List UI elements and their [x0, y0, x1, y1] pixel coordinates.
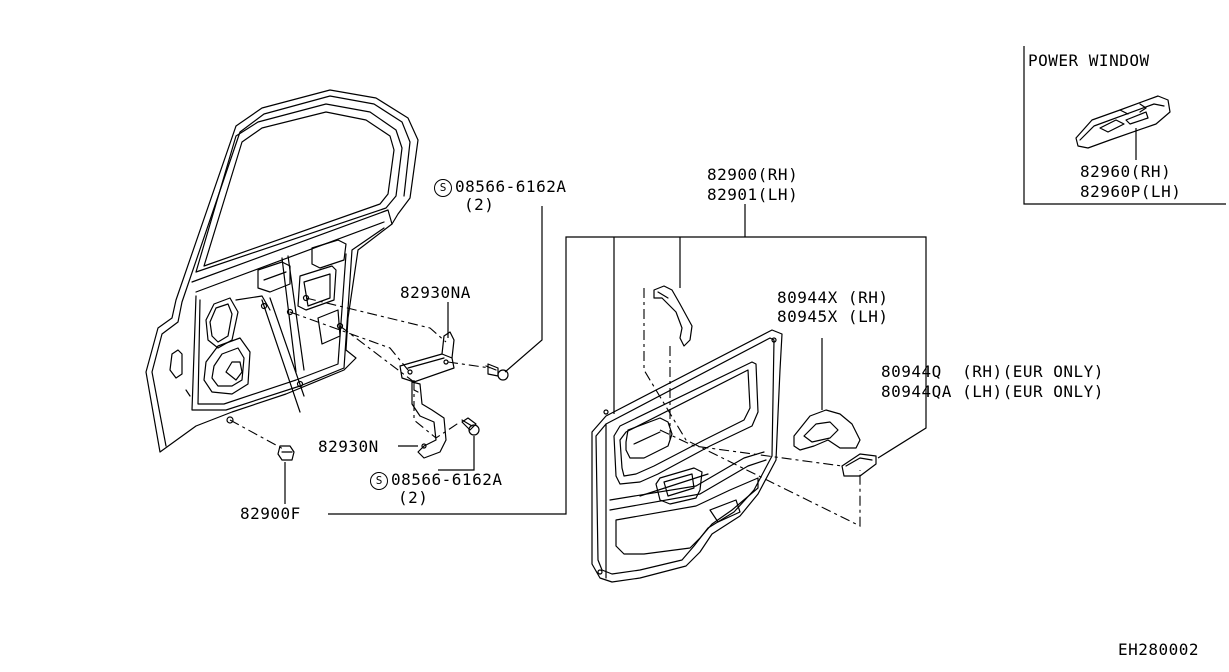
- circled-s-symbol: S: [434, 179, 452, 197]
- bracket-upper-label: 82930NA: [400, 283, 471, 302]
- drawing-code: EH280002: [1118, 640, 1200, 659]
- screw-top-part-number: 08566-6162A: [455, 177, 567, 196]
- trim-rh-label: 82900(RH): [707, 165, 799, 184]
- screw-bottom: [462, 418, 479, 435]
- handle-cap: [842, 454, 876, 476]
- inset-title: POWER WINDOW: [1028, 51, 1150, 70]
- cap-lh-label: 80944QA (LH)(EUR ONLY): [881, 382, 1104, 401]
- inset-frame: [1024, 46, 1226, 204]
- door-trim-panel: [592, 330, 782, 582]
- leader-lines: [285, 128, 1136, 514]
- door-inner-panel: [146, 90, 418, 452]
- bracket-lower-label: 82930N: [318, 437, 379, 456]
- clip-82900f: [278, 446, 294, 460]
- switch-rh-label: 82960(RH): [1080, 162, 1172, 181]
- circled-s-symbol: S: [370, 472, 388, 490]
- bracket-82930n: [412, 382, 446, 458]
- dashed-assembly-lines: [230, 288, 860, 526]
- screw-bottom-qty: (2): [398, 488, 429, 507]
- screw-top-qty: (2): [464, 195, 495, 214]
- trim-upper-bracket: [654, 286, 692, 346]
- trim-lh-label: 82901(LH): [707, 185, 799, 204]
- screw-top: [486, 364, 508, 380]
- switch-lh-label: 82960P(LH): [1080, 182, 1182, 201]
- inside-pull-handle: [794, 410, 860, 450]
- power-window-switch: [1076, 96, 1170, 148]
- screw-bottom-part-number: 08566-6162A: [391, 470, 503, 489]
- pull-rh-label: 80944X (RH): [777, 288, 889, 307]
- cap-rh-label: 80944Q (RH)(EUR ONLY): [881, 362, 1104, 381]
- pull-lh-label: 80945X (LH): [777, 307, 889, 326]
- clip-label: 82900F: [240, 504, 301, 523]
- bracket-82930na: [400, 332, 454, 382]
